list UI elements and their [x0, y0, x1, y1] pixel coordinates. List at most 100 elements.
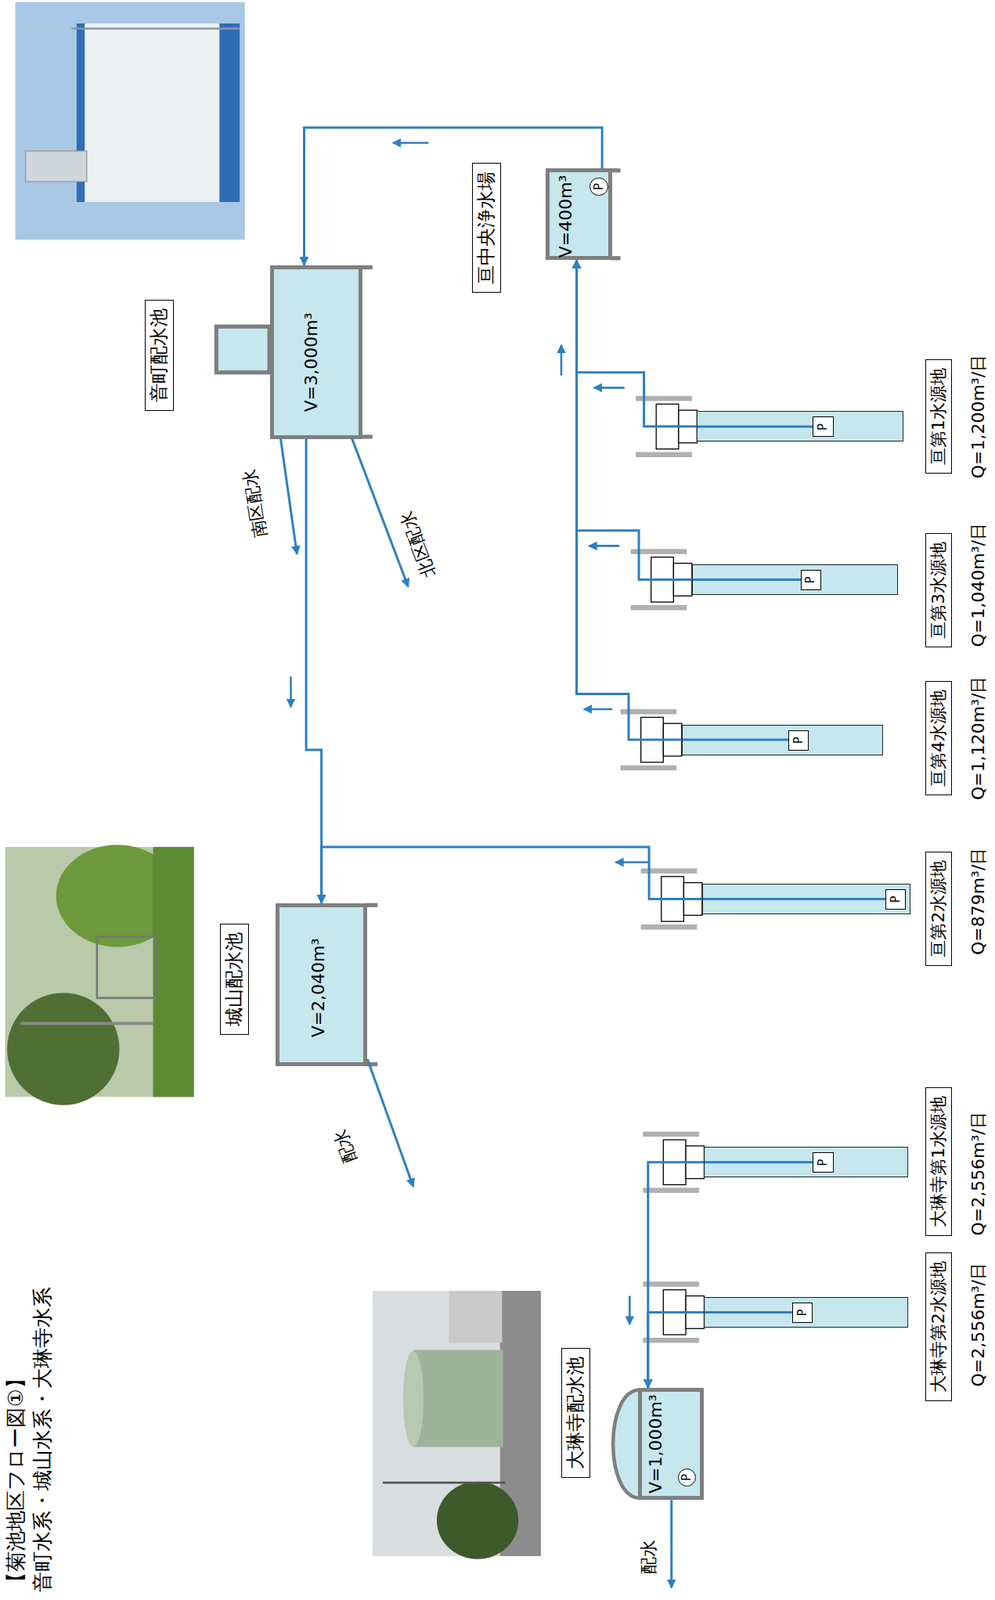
flow-arrow: [628, 1296, 631, 1326]
pump-letter: P: [817, 423, 830, 431]
ground-mark: [620, 765, 678, 772]
well-water: [681, 724, 884, 756]
well-pipe: [702, 897, 887, 901]
ground-mark: [642, 1281, 700, 1288]
outlet-pipe: [670, 1499, 673, 1588]
well-water: [692, 564, 898, 595]
flow-rate: Q=879m³/日: [968, 847, 989, 956]
well-shaft: P亘第2水源地Q=879m³/日: [702, 883, 911, 915]
flow-rate: Q=2,556m³/日: [968, 1262, 989, 1387]
pump-letter: P: [890, 895, 902, 903]
pump-letter: P: [593, 183, 606, 191]
outlet-label: 北区配水: [396, 508, 441, 581]
photo-tree: [436, 1481, 519, 1560]
pump-symbol: P: [677, 1468, 696, 1487]
photo-grass: [153, 847, 195, 1097]
subtitle: 音町水系・城山水系・大琳寺水系: [30, 1287, 55, 1593]
reservoir-tank: P大琳寺配水池V=1,000m³: [638, 1387, 705, 1500]
pump-letter: P: [681, 1474, 693, 1482]
well-water: [703, 1146, 909, 1178]
well-water: [703, 1297, 909, 1328]
name-label: 亘第4水源地: [925, 681, 952, 796]
photo-tree: [7, 992, 119, 1105]
pipe-connector: [576, 259, 693, 580]
photo-ladder: [71, 27, 240, 30]
flow-rate: Q=1,200m³/日: [968, 354, 989, 479]
photo-tank: [76, 23, 241, 202]
pump-letter: P: [796, 1308, 809, 1316]
pipe-connector: [576, 259, 698, 426]
pump-letter: P: [804, 576, 817, 584]
pump-symbol: P: [792, 1302, 813, 1324]
ground-mark: [635, 451, 693, 458]
pump-symbol: P: [885, 889, 906, 910]
flow-arrow: [594, 386, 625, 390]
pump-symbol: P: [812, 1152, 833, 1173]
pipe-connector: [648, 1312, 705, 1388]
flow-arrow: [588, 544, 620, 548]
pipe-connector: [576, 259, 682, 740]
ground-mark: [630, 605, 688, 611]
name-label: 亘第2水源地: [925, 851, 952, 967]
flow-rate: Q=1,120m³/日: [968, 676, 989, 801]
pipe-connector: [648, 1162, 705, 1388]
ground-mark: [642, 1187, 700, 1194]
well-pipe: [692, 578, 801, 581]
reservoir-tank: P亘中央浄水場V=400m³: [545, 168, 613, 260]
volume-text: V=400m³: [555, 175, 577, 259]
name-label: 亘第1水源地: [925, 359, 952, 474]
flow-arrow: [289, 676, 293, 707]
outlet-pipe: [352, 439, 409, 588]
well-pipe: [681, 739, 790, 742]
well-water: [702, 883, 911, 915]
outlet-label: 配水: [329, 1126, 361, 1166]
name-label: 大琳寺第2水源地: [925, 1252, 952, 1402]
outlet-pipe: [280, 439, 297, 555]
well-drawing: [620, 396, 911, 1344]
flow-arrow: [392, 141, 430, 145]
name-label: 音町配水池: [144, 299, 174, 411]
pump-symbol: P: [812, 416, 833, 437]
pipe-connector: [303, 127, 603, 266]
photo-tank-band: [219, 23, 240, 202]
flow-arrow: [584, 708, 613, 711]
reservoir-tank: 城山配水池V=2,040m³: [275, 903, 368, 1068]
name-label: 大琳寺第1水源地: [925, 1087, 952, 1237]
well-pipe: [703, 1160, 813, 1164]
outlet-label: 配水: [638, 1539, 660, 1575]
well-shaft: P大琳寺第2水源地Q=2,556m³/日: [703, 1297, 909, 1328]
tank-dome: [612, 1389, 640, 1498]
pump-symbol: P: [589, 177, 608, 196]
name-label: 城山配水池: [219, 923, 249, 1035]
pipe-connector: [321, 847, 703, 904]
photo-tank-roof: [403, 1351, 424, 1448]
ground-mark: [641, 924, 698, 931]
well-shaft: P亘第3水源地Q=1,040m³/日: [692, 564, 898, 595]
pump-letter: P: [793, 736, 805, 744]
outlet-label: 南区配水: [239, 467, 271, 539]
pump-letter: P: [817, 1159, 830, 1167]
ground-mark: [642, 1337, 700, 1344]
outlet-pipe: [367, 1059, 414, 1187]
flow-rate: Q=1,040m³/日: [968, 522, 989, 647]
page-title: 【菊池地区フロー図①】: [3, 1368, 29, 1592]
volume-text: V=1,000m³: [645, 1394, 667, 1494]
well-shaft: P亘第1水源地Q=1,200m³/日: [696, 410, 903, 442]
photo-pole: [20, 1022, 153, 1026]
well-shaft: P亘第4水源地Q=1,120m³/日: [681, 724, 884, 756]
name-label: 亘中央浄水場: [472, 162, 502, 293]
tank-tower: [216, 326, 270, 373]
flow-arrow: [615, 861, 649, 864]
well-pipe: [703, 1311, 793, 1314]
photo-building: [449, 1290, 503, 1343]
pipe-connector: [306, 439, 322, 904]
name-label: 亘第3水源地: [925, 533, 952, 648]
ground-mark: [642, 1131, 700, 1138]
well-pipe: [696, 425, 814, 428]
pump-symbol: P: [788, 730, 809, 751]
photo-pole: [382, 1481, 505, 1485]
photo-sky: [15, 2, 246, 241]
reservoir-tank: 音町配水池V=3,000m³: [270, 265, 362, 440]
